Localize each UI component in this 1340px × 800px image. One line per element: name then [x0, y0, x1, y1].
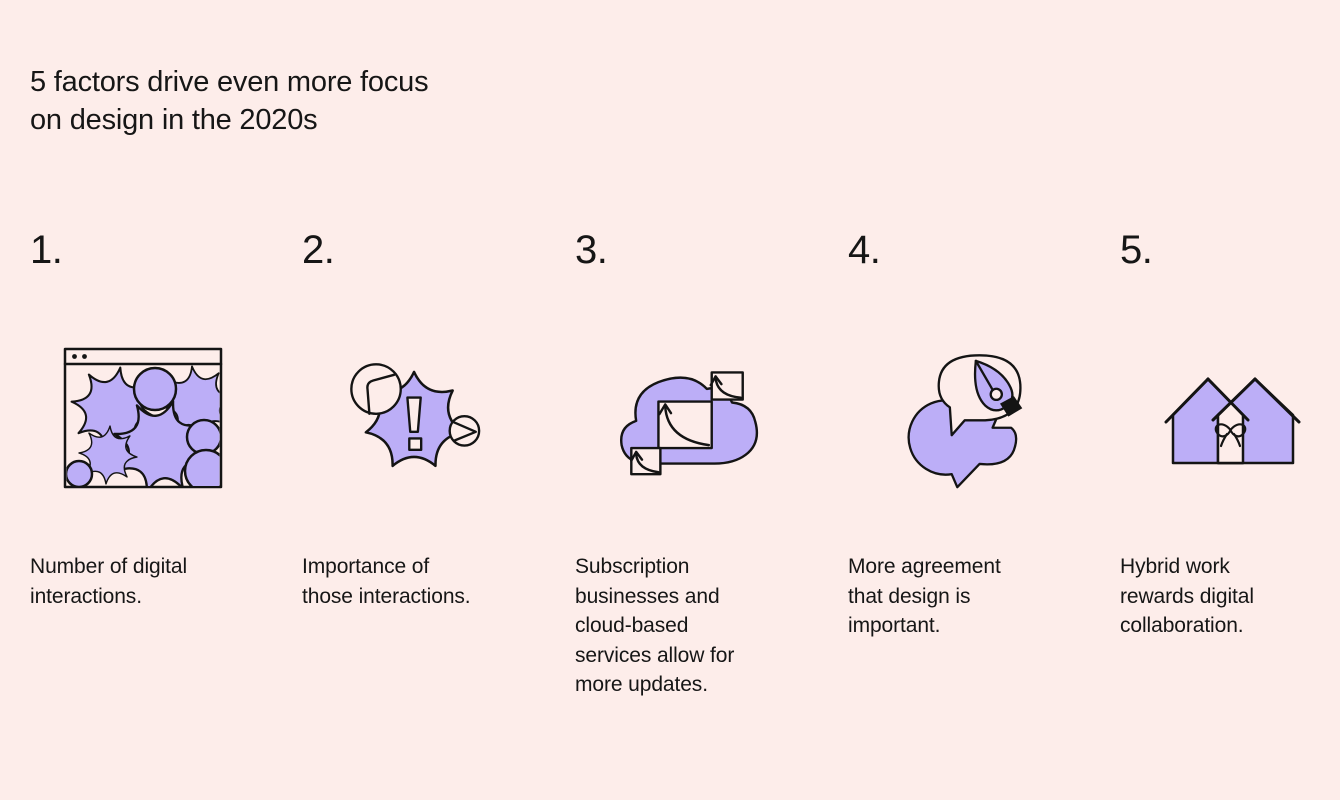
factor-number: 2.	[302, 228, 335, 272]
factor-illustration	[575, 274, 800, 552]
factor-number: 5.	[1120, 228, 1153, 272]
factor-description: Subscription businesses and cloud-based …	[575, 555, 735, 696]
factor-column-2: 2. Importance of those interactions.	[302, 226, 527, 611]
factor-number: 4.	[848, 228, 881, 272]
factor-column-4: 4. More agreement that design is importa…	[848, 226, 1073, 641]
factor-illustration	[1120, 274, 1340, 552]
factor-number: 1.	[30, 228, 63, 272]
factor-description: Number of digital interactions.	[30, 555, 188, 608]
factor-illustration	[30, 274, 255, 552]
factor-column-3: 3. Subscription businesses and cloud-bas…	[575, 226, 800, 700]
twin-houses-icon	[1164, 377, 1300, 465]
page-title: 5 factors drive even more focus on desig…	[30, 66, 429, 137]
factor-illustration	[302, 274, 527, 552]
cloud-updates-icon	[620, 371, 759, 476]
factor-description: More agreement that design is important.	[848, 555, 1001, 637]
factor-description: Importance of those interactions.	[302, 555, 471, 608]
factor-illustration	[848, 274, 1073, 552]
bow-icon	[1214, 423, 1246, 448]
factor-description: Hybrid work rewards digital collaboratio…	[1120, 555, 1254, 637]
factor-column-5: 5. Hybrid work rewards digital collabora…	[1120, 226, 1340, 641]
factor-number: 3.	[575, 228, 608, 272]
speech-bubbles-pen-icon	[907, 354, 1022, 489]
alert-burst-icon	[349, 362, 480, 485]
factor-column-1: 1. Number of digital interactions.	[30, 226, 255, 611]
browser-interactions-icon	[63, 347, 222, 489]
